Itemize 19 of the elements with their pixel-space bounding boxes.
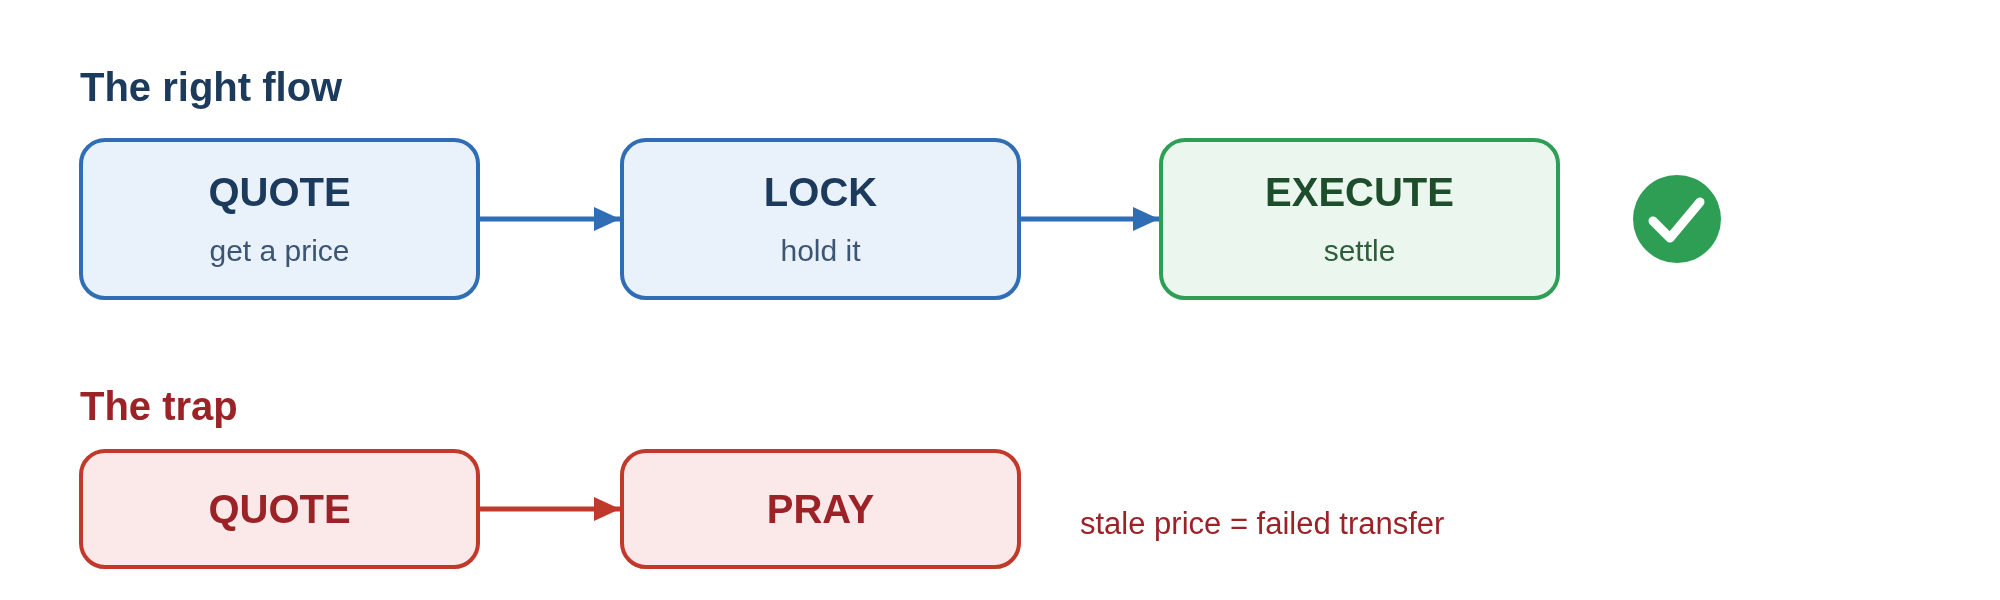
process-box (79, 449, 480, 569)
section-heading: The right flow (80, 64, 343, 110)
process-box (1159, 138, 1560, 300)
node-subtitle: hold it (780, 233, 861, 269)
node-title: EXECUTE (1265, 169, 1454, 215)
node-title: QUOTE (208, 486, 351, 532)
node-title: PRAY (766, 486, 875, 532)
arrow (1021, 207, 1159, 231)
node-subtitle: settle (1323, 233, 1396, 269)
process-box (620, 138, 1021, 300)
node-title: QUOTE (208, 169, 351, 215)
annotation-text: stale price = failed transfer (1080, 505, 1445, 543)
arrow (480, 497, 620, 521)
process-box (620, 449, 1021, 569)
node-title: LOCK (763, 169, 878, 215)
process-box (79, 138, 480, 300)
arrow (480, 207, 620, 231)
section-heading: The trap (80, 383, 238, 429)
node-subtitle: get a price (209, 233, 350, 269)
